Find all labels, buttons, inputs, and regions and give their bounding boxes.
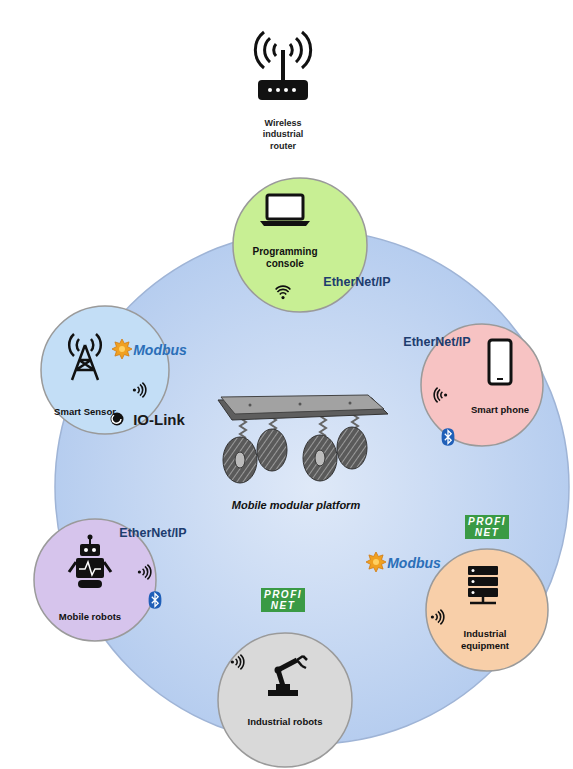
protocol-logo: EtherNet/IP — [403, 335, 470, 349]
node-label: Mobile modular platform — [211, 499, 381, 513]
device-circle: Industrial robots — [217, 632, 353, 768]
circle-shape — [233, 178, 367, 312]
label-slot: PROFI NET — [465, 515, 509, 539]
protocol-logo: EtherNet/IP — [119, 526, 186, 540]
label-slot: EtherNet/IP — [403, 335, 470, 349]
device-caption: Wireless industrial router — [252, 118, 314, 152]
label-slot: Wireless industrial router — [252, 118, 314, 152]
circle-outline — [217, 632, 353, 768]
protocol-logo: PROFI NET — [261, 588, 305, 612]
label-slot: PROFI NET — [261, 588, 305, 612]
platform-circle: Mobile modular platform Programming conso… — [54, 229, 570, 745]
protocol-logo: Modbus — [133, 342, 187, 358]
protocol-logo: IO-Link — [133, 411, 185, 428]
phone-icon — [489, 340, 511, 384]
node-label: Smart phone — [470, 404, 530, 416]
node-label: Industrial robots — [245, 716, 325, 728]
modbus-logo — [112, 339, 132, 359]
modbus-logo — [366, 552, 386, 572]
protocol-logo: EtherNet/IP — [323, 275, 390, 289]
node-label: Smart Sensor — [50, 406, 120, 418]
node-label: Mobile robots — [55, 611, 125, 623]
node-label: Industrial equipment — [445, 628, 525, 652]
protocol-logo: Modbus — [387, 555, 441, 571]
circle-shape — [426, 549, 548, 671]
label-slot: EtherNet/IP — [119, 526, 186, 540]
protocol-logo: PROFI NET — [465, 515, 509, 539]
label-slot: Modbus — [387, 555, 441, 571]
circle-shape — [218, 633, 352, 767]
label-slot: IO-Link — [133, 411, 185, 428]
label-slot: Modbus — [133, 342, 187, 358]
bluetooth-icon — [442, 428, 455, 446]
bluetooth-icon — [149, 591, 162, 609]
router-icon — [255, 32, 310, 100]
label-slot: EtherNet/IP — [323, 275, 390, 289]
node-label: Programming console — [240, 246, 330, 271]
laptop-icon — [260, 195, 310, 226]
